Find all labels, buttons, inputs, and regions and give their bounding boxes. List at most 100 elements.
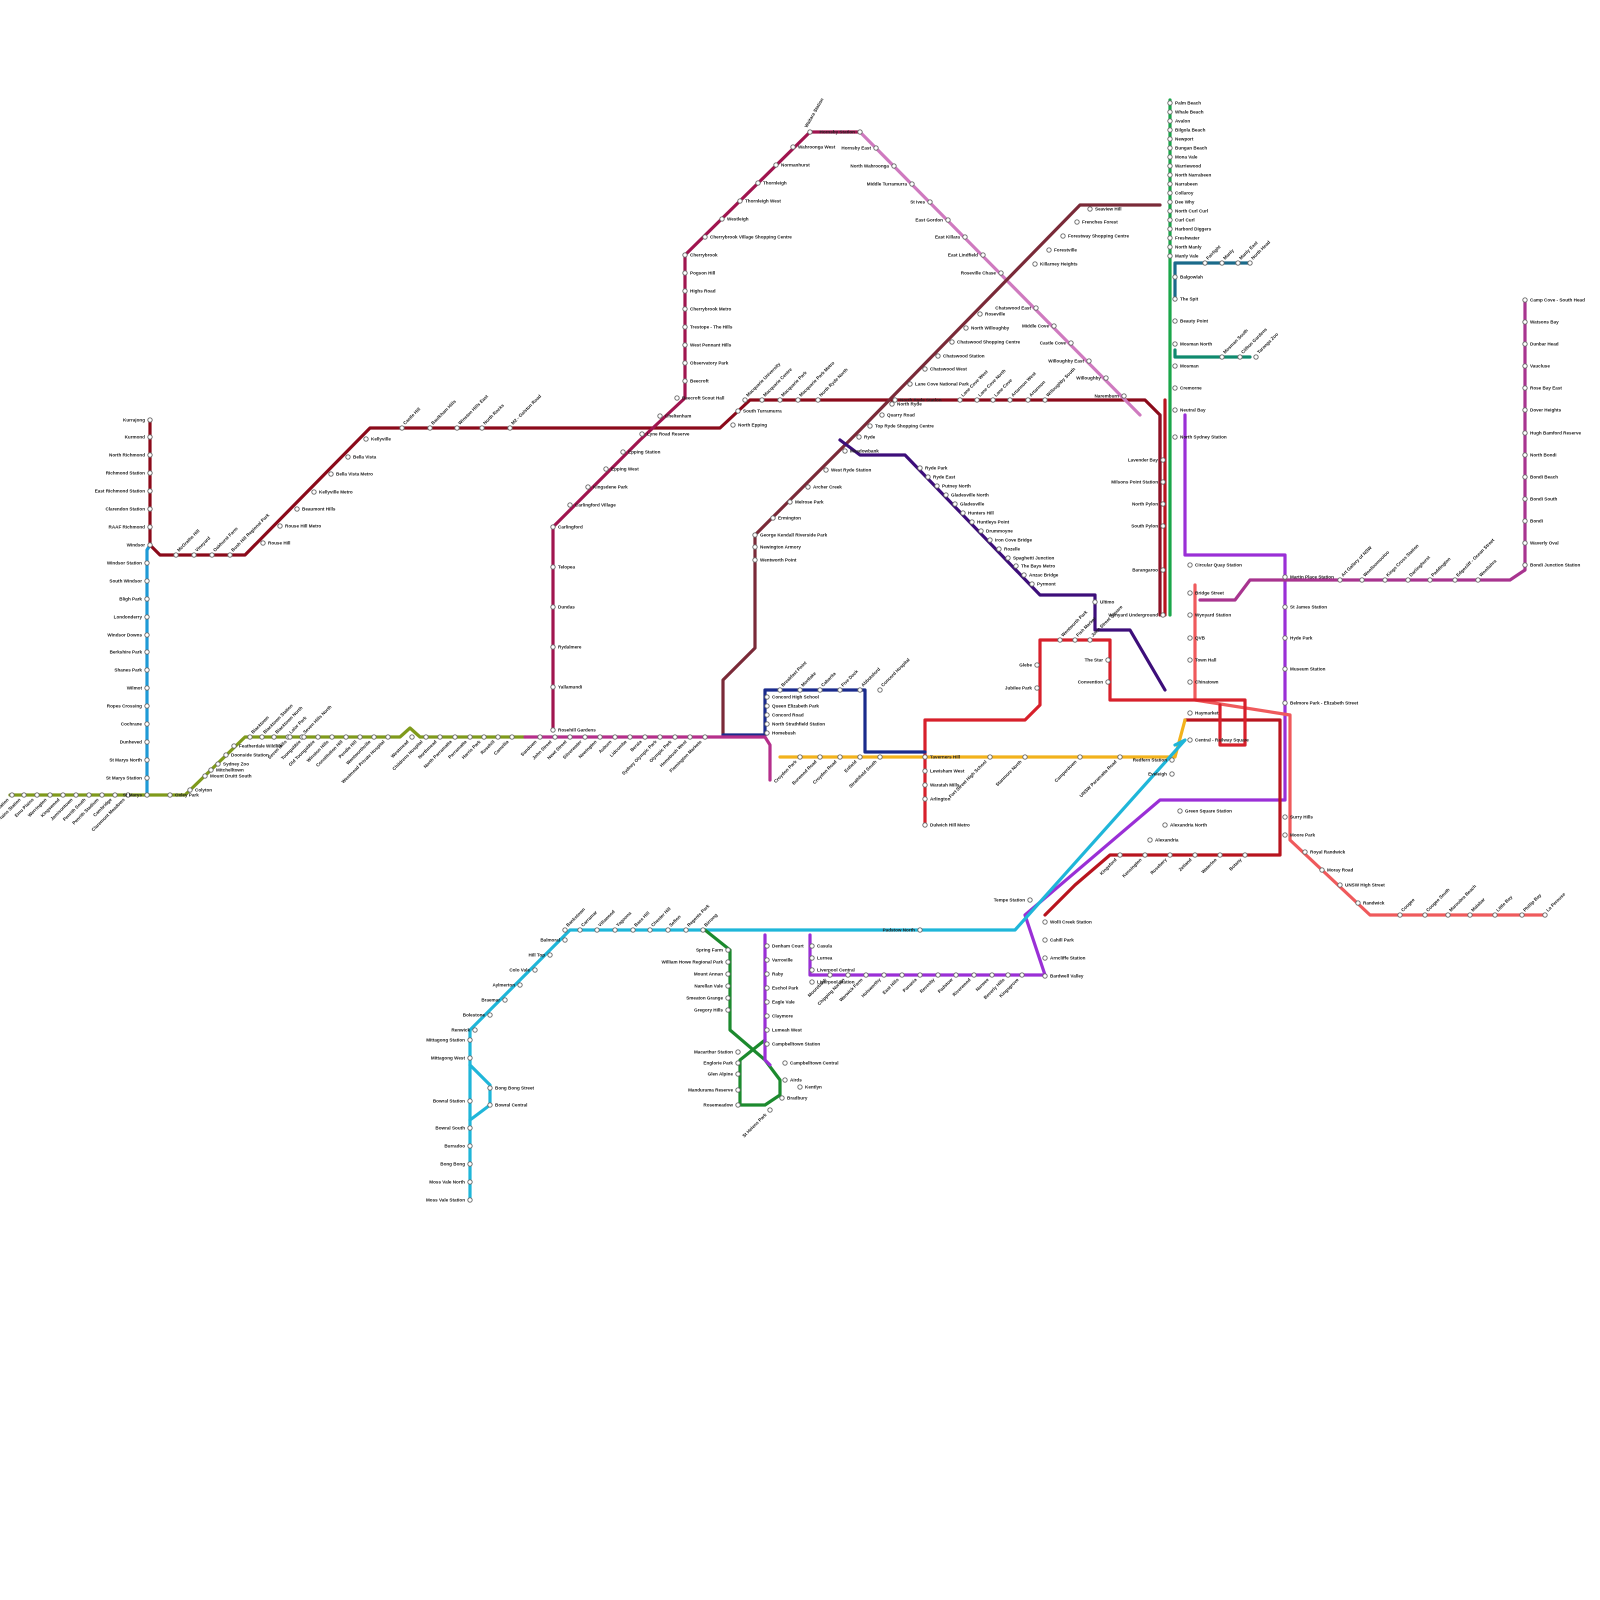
- station-marker[interactable]: [585, 484, 591, 490]
- station-marker[interactable]: [735, 1060, 741, 1066]
- station-marker[interactable]: [502, 997, 508, 1003]
- station-marker[interactable]: [144, 632, 150, 638]
- station-marker[interactable]: [1522, 363, 1528, 369]
- station-marker[interactable]: [1087, 637, 1093, 643]
- station-marker[interactable]: [889, 401, 895, 407]
- station-marker[interactable]: [989, 972, 995, 978]
- station-marker[interactable]: [730, 422, 736, 428]
- station-marker[interactable]: [1005, 555, 1011, 561]
- station-marker[interactable]: [125, 792, 131, 798]
- station-marker[interactable]: [1072, 637, 1078, 643]
- station-marker[interactable]: [260, 540, 266, 546]
- station-marker[interactable]: [700, 927, 706, 933]
- station-marker[interactable]: [472, 1027, 478, 1033]
- station-marker[interactable]: [357, 734, 363, 740]
- station-marker[interactable]: [725, 959, 731, 965]
- station-marker[interactable]: [1160, 612, 1166, 618]
- station-marker[interactable]: [1187, 710, 1193, 716]
- station-marker[interactable]: [86, 792, 92, 798]
- station-marker[interactable]: [1522, 562, 1528, 568]
- station-marker[interactable]: [173, 552, 179, 558]
- station-marker[interactable]: [1235, 260, 1241, 266]
- station-marker[interactable]: [147, 488, 153, 494]
- station-marker[interactable]: [998, 270, 1004, 276]
- station-marker[interactable]: [764, 957, 770, 963]
- station-marker[interactable]: [231, 743, 237, 749]
- station-marker[interactable]: [1522, 474, 1528, 480]
- station-marker[interactable]: [674, 395, 680, 401]
- station-marker[interactable]: [1522, 341, 1528, 347]
- station-marker[interactable]: [550, 604, 556, 610]
- station-marker[interactable]: [1167, 100, 1173, 106]
- station-marker[interactable]: [797, 1084, 803, 1090]
- station-marker[interactable]: [682, 378, 688, 384]
- station-marker[interactable]: [144, 757, 150, 763]
- station-marker[interactable]: [467, 1037, 473, 1043]
- station-marker[interactable]: [1167, 208, 1173, 214]
- station-marker[interactable]: [1522, 540, 1528, 546]
- station-marker[interactable]: [144, 596, 150, 602]
- station-marker[interactable]: [1167, 109, 1173, 115]
- station-marker[interactable]: [399, 425, 405, 431]
- station-marker[interactable]: [682, 360, 688, 366]
- station-marker[interactable]: [1522, 407, 1528, 413]
- station-marker[interactable]: [817, 754, 823, 760]
- station-marker[interactable]: [978, 528, 984, 534]
- station-marker[interactable]: [1019, 972, 1025, 978]
- station-marker[interactable]: [805, 484, 811, 490]
- station-marker[interactable]: [1522, 518, 1528, 524]
- station-marker[interactable]: [1167, 217, 1173, 223]
- station-marker[interactable]: [467, 1125, 473, 1131]
- station-marker[interactable]: [34, 792, 40, 798]
- station-marker[interactable]: [682, 252, 688, 258]
- station-marker[interactable]: [147, 524, 153, 530]
- station-marker[interactable]: [735, 1049, 741, 1055]
- station-marker[interactable]: [620, 449, 626, 455]
- station-marker[interactable]: [1452, 577, 1458, 583]
- station-marker[interactable]: [702, 234, 708, 240]
- station-marker[interactable]: [1282, 700, 1288, 706]
- station-marker[interactable]: [1237, 354, 1243, 360]
- station-marker[interactable]: [1042, 973, 1048, 979]
- station-marker[interactable]: [782, 1077, 788, 1083]
- station-marker[interactable]: [144, 721, 150, 727]
- station-marker[interactable]: [764, 703, 770, 709]
- station-marker[interactable]: [1467, 912, 1473, 918]
- station-marker[interactable]: [144, 775, 150, 781]
- station-marker[interactable]: [1522, 297, 1528, 303]
- station-marker[interactable]: [467, 1197, 473, 1203]
- station-marker[interactable]: [922, 782, 928, 788]
- station-marker[interactable]: [807, 129, 813, 135]
- station-marker[interactable]: [294, 506, 300, 512]
- station-marker[interactable]: [1172, 318, 1178, 324]
- station-marker[interactable]: [1007, 397, 1013, 403]
- station-marker[interactable]: [1522, 430, 1528, 436]
- station-marker[interactable]: [1172, 385, 1178, 391]
- station-marker[interactable]: [507, 425, 513, 431]
- station-marker[interactable]: [1013, 563, 1019, 569]
- station-marker[interactable]: [1087, 206, 1093, 212]
- station-marker[interactable]: [957, 397, 963, 403]
- station-marker[interactable]: [1117, 852, 1123, 858]
- station-marker[interactable]: [1282, 604, 1288, 610]
- station-marker[interactable]: [1167, 199, 1173, 205]
- station-marker[interactable]: [809, 943, 815, 949]
- station-marker[interactable]: [47, 792, 53, 798]
- station-marker[interactable]: [1021, 572, 1027, 578]
- station-marker[interactable]: [1219, 260, 1225, 266]
- station-marker[interactable]: [147, 470, 153, 476]
- station-marker[interactable]: [1422, 912, 1428, 918]
- station-marker[interactable]: [907, 381, 913, 387]
- station-marker[interactable]: [943, 492, 949, 498]
- station-marker[interactable]: [147, 434, 153, 440]
- station-marker[interactable]: [922, 822, 928, 828]
- station-marker[interactable]: [980, 252, 986, 258]
- station-marker[interactable]: [1057, 637, 1063, 643]
- station-marker[interactable]: [665, 927, 671, 933]
- station-marker[interactable]: [735, 1087, 741, 1093]
- station-marker[interactable]: [517, 982, 523, 988]
- station-marker[interactable]: [147, 417, 153, 423]
- station-marker[interactable]: [1034, 662, 1040, 668]
- station-marker[interactable]: [1167, 852, 1173, 858]
- station-marker[interactable]: [1167, 244, 1173, 250]
